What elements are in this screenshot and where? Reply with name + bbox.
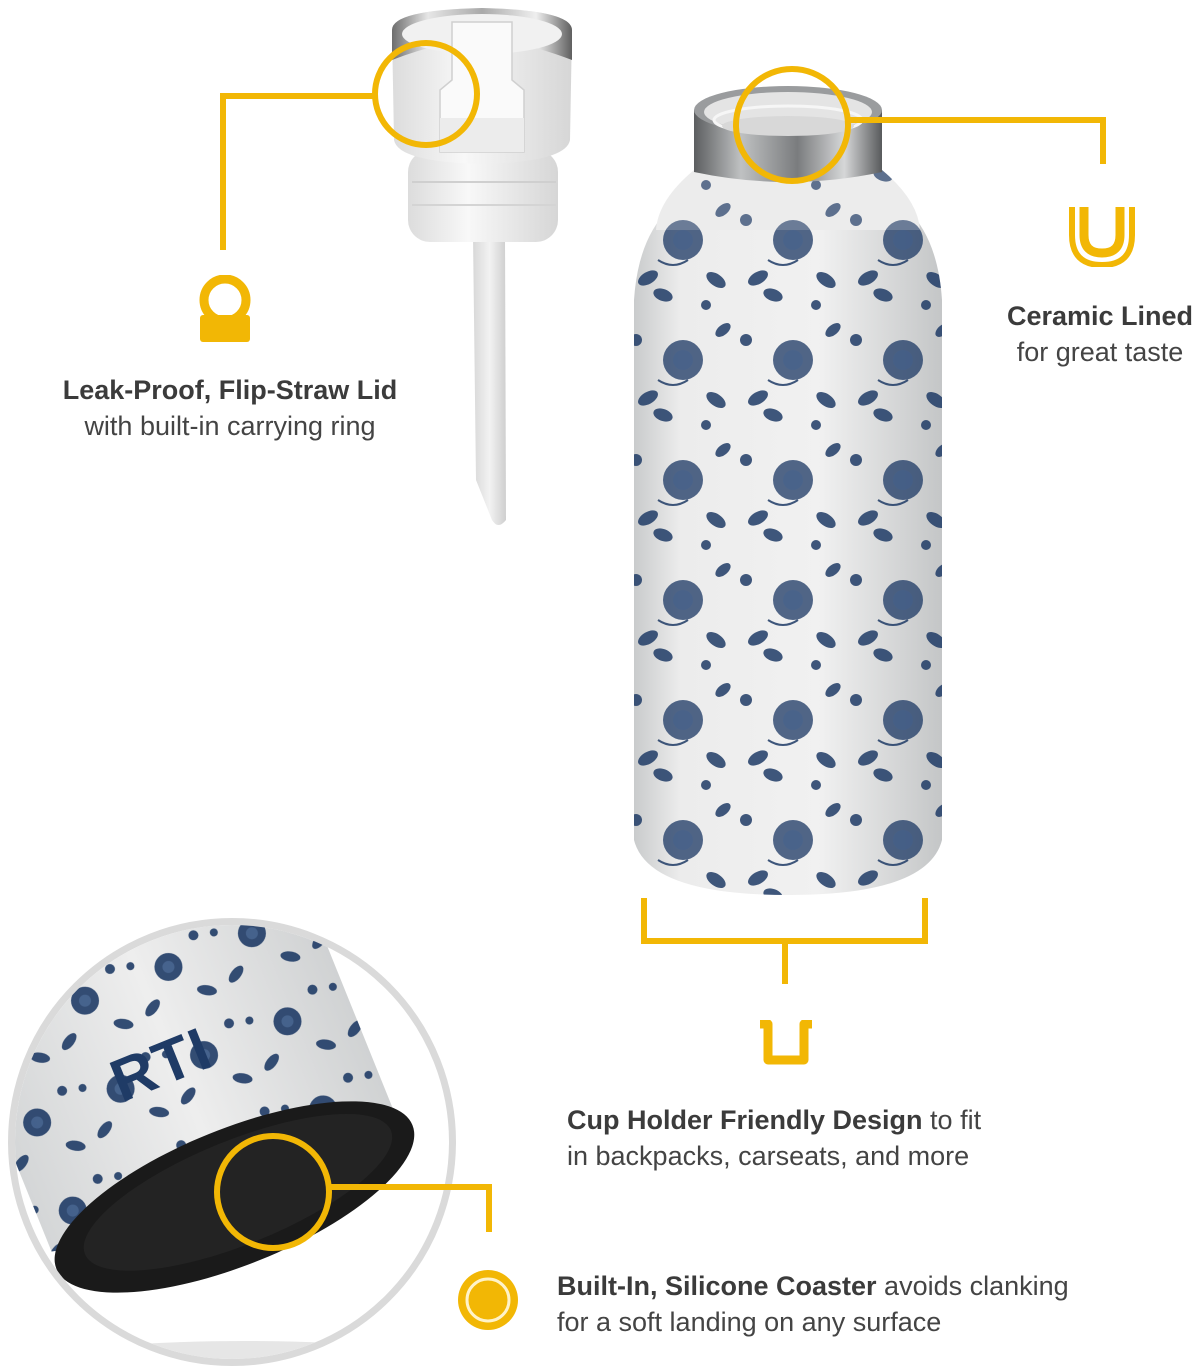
- cupholder-bracket-left: [641, 898, 647, 944]
- double-u-liner-icon: [1069, 207, 1135, 267]
- lid-leader-line-vertical: [220, 93, 226, 250]
- feature-cupholder: Cup Holder Friendly Design to fit in bac…: [567, 1102, 1047, 1174]
- feature-coaster-title: Built-In, Silicone Coaster: [557, 1271, 877, 1301]
- feature-cupholder-desc: in backpacks, carseats, and more: [567, 1141, 970, 1171]
- feature-coaster-desc: for a soft landing on any surface: [557, 1307, 942, 1337]
- feature-lid-desc: with built-in carrying ring: [84, 411, 376, 441]
- feature-lid: Leak-Proof, Flip-Straw Lid with built-in…: [30, 372, 430, 444]
- bottle-base-image: [15, 925, 415, 1359]
- ceramic-callout-circle: [733, 66, 851, 184]
- feature-cupholder-title: Cup Holder Friendly Design: [567, 1105, 923, 1135]
- lid-leader-line: [220, 93, 374, 99]
- coaster-leader-line: [330, 1184, 492, 1190]
- floral-bottle-image: [634, 86, 942, 895]
- coaster-detail-frame: [8, 918, 456, 1366]
- feature-ceramic-title: Ceramic Lined: [1006, 301, 1194, 331]
- cup-holder-icon: [760, 1020, 812, 1065]
- feature-lid-title: Leak-Proof, Flip-Straw Lid: [62, 375, 398, 405]
- feature-ceramic-desc: for great taste: [1016, 337, 1184, 367]
- coaster-callout-circle: [214, 1133, 332, 1251]
- lid-callout-circle: [372, 40, 480, 148]
- feature-coaster-desc-inline: avoids clanking: [876, 1271, 1069, 1301]
- cupholder-bracket-stem: [782, 938, 788, 984]
- ceramic-leader-line: [850, 117, 1106, 123]
- carry-ring-icon: [199, 275, 251, 342]
- feature-cupholder-desc-inline: to fit: [922, 1105, 982, 1135]
- ceramic-leader-line-vertical: [1100, 117, 1106, 164]
- feature-coaster: Built-In, Silicone Coaster avoids clanki…: [557, 1268, 1197, 1340]
- cupholder-bracket-right: [922, 898, 928, 944]
- coaster-ring-icon: [458, 1270, 518, 1330]
- feature-ceramic: Ceramic Lined for great taste: [990, 298, 1201, 370]
- coaster-leader-line-vertical: [486, 1184, 492, 1232]
